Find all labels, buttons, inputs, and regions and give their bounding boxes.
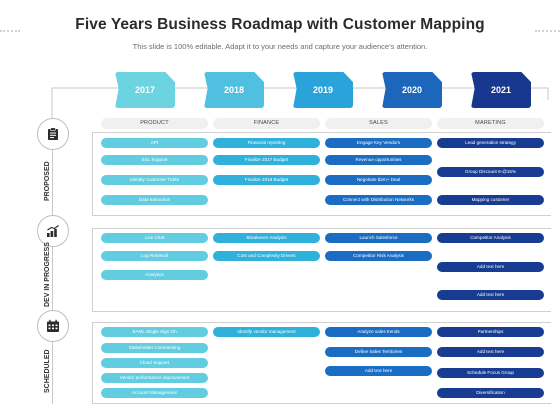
page-title: Five Years Business Roadmap with Custome…	[75, 16, 485, 33]
pill-dev-marketing-3: Add text here	[437, 290, 544, 300]
pill-dev-finance-1: Breakeven Analysis	[213, 233, 320, 243]
pill-proposed-finance-2: Finalize 2017 Budget	[213, 155, 320, 165]
pill-proposed-product-3: Identity Customer Tickle	[101, 175, 208, 185]
pill-proposed-marketing-2: Group Discount 6-@15%	[437, 167, 544, 177]
pill-scheduled-marketing-4: Diversification	[437, 388, 544, 398]
year-tag-4: 2020	[382, 72, 442, 108]
pill-proposed-marketing-3: Mapping customer	[437, 195, 544, 205]
pill-proposed-finance-1: Financial reporting	[213, 138, 320, 148]
pill-proposed-sales-3: Negotiate $2m+ Deal	[325, 175, 432, 185]
calendar-icon	[37, 310, 69, 342]
column-header-product: PRODUCT	[101, 118, 208, 129]
pill-scheduled-product-4: Vendor performance improvement	[101, 373, 208, 383]
pill-scheduled-sales-2: Define Sales Territories	[325, 347, 432, 357]
pill-scheduled-product-5: Account Management	[101, 388, 208, 398]
timeline-connector	[51, 87, 549, 130]
year-tag-2: 2018	[204, 72, 264, 108]
pill-proposed-sales-2: Revenue opportunities	[325, 155, 432, 165]
pill-proposed-marketing-1: Lead generation strategy	[437, 138, 544, 148]
pill-scheduled-product-1: SAML Single Sign On	[101, 327, 208, 337]
pill-dev-product-1: Live Chat	[101, 233, 208, 243]
column-header-sales: SALES	[325, 118, 432, 129]
year-tag-1: 2017	[115, 72, 175, 108]
pill-dev-sales-1: Launch Salesforce	[325, 233, 432, 243]
pill-scheduled-product-3: Cloud Support	[101, 358, 208, 368]
column-header-marketing: MARETING	[437, 118, 544, 129]
pill-proposed-product-1: API	[101, 138, 208, 148]
decorative-dotted-line-left	[0, 30, 20, 32]
year-tag-5: 2021	[471, 72, 531, 108]
year-tag-3: 2019	[293, 72, 353, 108]
pill-dev-marketing-2: Add text here	[437, 262, 544, 272]
category-label-proposed: PROPOSED	[44, 161, 51, 201]
clipboard-icon	[37, 118, 69, 150]
decorative-dotted-line-right	[535, 30, 560, 32]
pill-proposed-sales-4: Connect with Distribution Networks	[325, 195, 432, 205]
section-box-dev-in-progress	[92, 228, 551, 312]
pill-scheduled-marketing-2: Add text here	[437, 347, 544, 357]
pill-dev-finance-2: Cost and Complexity Drivers	[213, 251, 320, 261]
pill-scheduled-sales-3: Add text here	[325, 366, 432, 376]
pill-scheduled-marketing-1: Partnerships	[437, 327, 544, 337]
pill-dev-product-3: Analytics	[101, 270, 208, 280]
pill-proposed-product-4: Data Extraction	[101, 195, 208, 205]
category-label-dev-in-progress: DEV IN PROGRESS	[44, 242, 51, 307]
section-box-scheduled	[92, 322, 551, 404]
pill-dev-product-2: Log Retrieval	[101, 251, 208, 261]
category-connector-line	[52, 148, 53, 404]
category-label-scheduled: SCHEDULED	[44, 349, 51, 393]
pill-scheduled-product-2: Stakeholder Commenting	[101, 343, 208, 353]
pill-proposed-sales-1: Engage Key Vendors	[325, 138, 432, 148]
pill-dev-marketing-1: Competitor Analysis	[437, 233, 544, 243]
pill-dev-sales-2: Competitor Risk Analysis	[325, 251, 432, 261]
pill-scheduled-marketing-3: Schedule Focus Group	[437, 368, 544, 378]
section-box-proposed	[92, 132, 551, 216]
page-subtitle: This slide is 100% editable. Adapt it to…	[132, 42, 428, 51]
column-header-finance: FINANCE	[213, 118, 320, 129]
pill-proposed-product-2: SSL Support	[101, 155, 208, 165]
bar-chart-icon	[37, 215, 69, 247]
pill-scheduled-finance-1: Identify vendor management	[213, 327, 320, 337]
pill-proposed-finance-3: Finalize 2018 Budget	[213, 175, 320, 185]
pill-scheduled-sales-1: Analyze sales trends	[325, 327, 432, 337]
